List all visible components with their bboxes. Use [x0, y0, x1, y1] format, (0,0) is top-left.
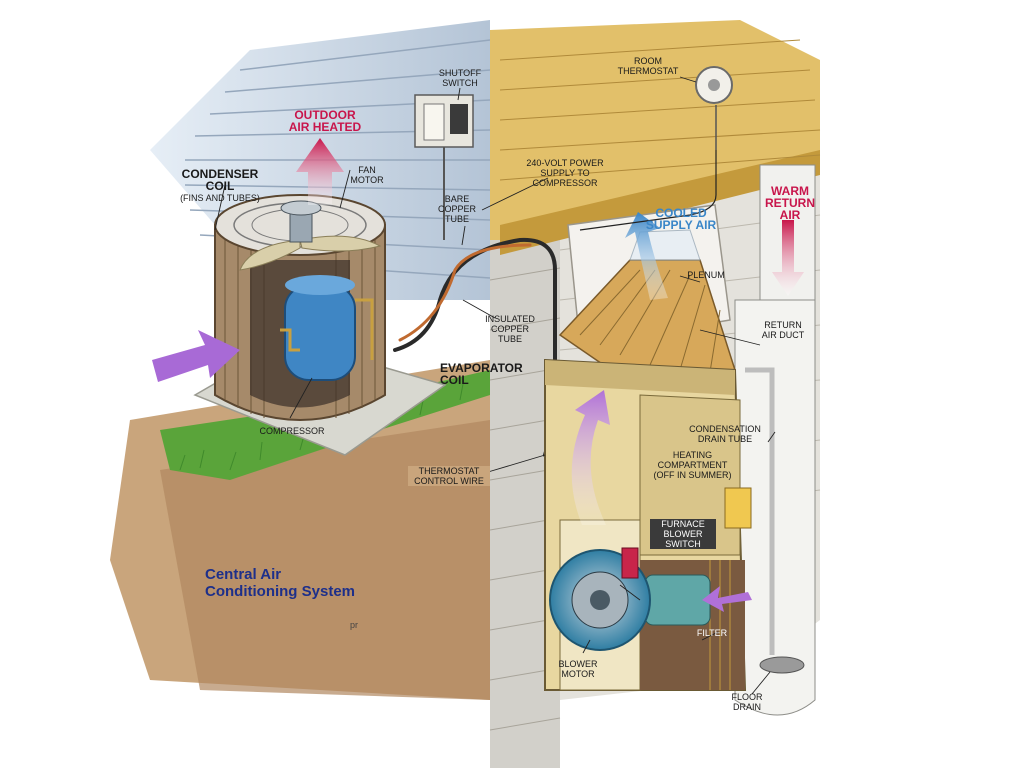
- label-condenser-coil-title: CONDENSER COIL: [182, 167, 259, 193]
- label-condenser-coil: CONDENSER COIL (FINS AND TUBES): [170, 156, 270, 216]
- floor-drain: [760, 657, 804, 673]
- label-bare-copper-tube: BARE COPPER TUBE: [432, 194, 482, 224]
- label-shutoff-switch: SHUTOFF SWITCH: [430, 68, 490, 88]
- label-evaporator-coil: EVAPORATOR COIL: [440, 362, 540, 386]
- heating-compartment-plate: [725, 488, 751, 528]
- label-plenum: PLENUM: [676, 270, 736, 280]
- label-insulated-copper-tube: INSULATED COPPER TUBE: [475, 314, 545, 344]
- label-cooled-supply-air: COOLED SUPPLY AIR: [636, 207, 726, 231]
- label-fan-motor: FAN MOTOR: [342, 165, 392, 185]
- label-heating-compartment: HEATING COMPARTMENT (OFF IN SUMMER): [645, 450, 740, 480]
- label-condensation-drain-tube: CONDENSATION DRAIN TUBE: [680, 424, 770, 444]
- label-condenser-coil-sub: (FINS AND TUBES): [170, 192, 270, 204]
- label-blower-motor: BLOWER MOTOR: [548, 659, 608, 679]
- label-compressor: COMPRESSOR: [252, 426, 332, 436]
- label-room-thermostat: ROOM THERMOSTAT: [610, 56, 686, 76]
- label-return-air-duct: RETURN AIR DUCT: [748, 320, 818, 340]
- label-floor-drain: FLOOR DRAIN: [722, 692, 772, 712]
- artist-signature: pr: [350, 620, 358, 630]
- label-power-supply: 240-VOLT POWER SUPPLY TO COMPRESSOR: [510, 158, 620, 188]
- label-filter: FILTER: [692, 628, 732, 638]
- diagram-title: Central Air Conditioning System: [205, 566, 355, 600]
- condenser-unit: [215, 195, 385, 420]
- label-furnace-blower-switch: FURNACE BLOWER SWITCH: [650, 519, 716, 549]
- furnace-blower-switch: [622, 548, 638, 578]
- label-warm-return-air: WARM RETURN AIR: [760, 185, 820, 221]
- label-outdoor-air-heated: OUTDOOR AIR HEATED: [285, 109, 365, 133]
- label-thermostat-control-wire: THERMOSTAT CONTROL WIRE: [408, 466, 490, 486]
